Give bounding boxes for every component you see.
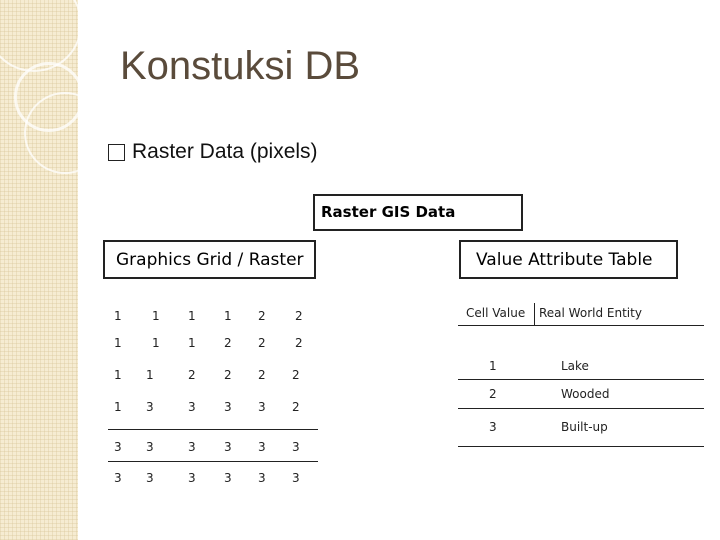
- attribute-row: 3 Built-up: [458, 416, 704, 440]
- grid-row: 1 1 2 2 2 2: [108, 362, 318, 394]
- header-divider: [534, 303, 535, 325]
- grid-cell: 2: [224, 368, 232, 382]
- grid-cell: 3: [258, 471, 266, 485]
- grid-cell: 3: [224, 440, 232, 454]
- grid-cell: 2: [224, 336, 232, 350]
- grid-cell: 1: [152, 336, 160, 350]
- grid-cell: 3: [188, 440, 196, 454]
- grid-row: 1 1 1 1 2 2: [108, 305, 318, 332]
- grid-cell: 2: [188, 368, 196, 382]
- grid-cell: 2: [258, 336, 266, 350]
- bullet-box-icon: [108, 143, 125, 161]
- grid-cell: 3: [146, 440, 154, 454]
- attribute-entity: Lake: [561, 359, 589, 373]
- decorative-ring-3: [0, 0, 82, 72]
- grid-cell: 2: [258, 309, 266, 323]
- grid-cell: 3: [114, 471, 122, 485]
- grid-cell: 2: [292, 400, 300, 414]
- raster-gis-data-label: Raster GIS Data: [313, 194, 523, 231]
- grid-cell: 1: [114, 336, 122, 350]
- attribute-row: 2 Wooded: [458, 383, 704, 407]
- grid-cell: 1: [114, 309, 122, 323]
- grid-cell: 1: [146, 368, 154, 382]
- grid-cell: 2: [295, 309, 303, 323]
- grid-cell: 3: [146, 400, 154, 414]
- grid-cell: 3: [292, 440, 300, 454]
- grid-cell: 3: [224, 471, 232, 485]
- grid-cell: 1: [114, 368, 122, 382]
- grid-cell: 3: [292, 471, 300, 485]
- table-bottom-rule: [458, 446, 704, 447]
- attribute-value: 3: [489, 420, 497, 434]
- header-real-world-entity: Real World Entity: [539, 306, 642, 320]
- bullet-raster-data: Raster Data (pixels): [108, 140, 318, 164]
- grid-cell: 1: [114, 400, 122, 414]
- attribute-row: 1 Lake: [458, 355, 704, 379]
- grid-cell: 2: [295, 336, 303, 350]
- attribute-value: 2: [489, 387, 497, 401]
- grid-row: 3 3 3 3 3 3: [108, 430, 318, 462]
- grid-cell: 3: [188, 471, 196, 485]
- graphics-grid-label: Graphics Grid / Raster: [103, 240, 316, 279]
- attribute-value: 1: [489, 359, 497, 373]
- attribute-entity: Built-up: [561, 420, 608, 434]
- slide-title: Konstuksi DB: [120, 44, 361, 88]
- header-rule: [458, 325, 704, 326]
- grid-cell: 3: [258, 400, 266, 414]
- decorative-side-strip: [0, 0, 106, 540]
- grid-cell: 3: [258, 440, 266, 454]
- bullet-text: Raster Data (pixels): [132, 140, 318, 163]
- grid-row: 1 1 1 2 2 2: [108, 332, 318, 362]
- grid-cell: 1: [152, 309, 160, 323]
- decorative-ring-2: [24, 92, 106, 174]
- attribute-entity: Wooded: [561, 387, 610, 401]
- header-cell-value: Cell Value: [466, 306, 526, 320]
- grid-cell: 3: [224, 400, 232, 414]
- grid-cell: 2: [292, 368, 300, 382]
- grid-cell: 3: [114, 440, 122, 454]
- grid-cell: 1: [224, 309, 232, 323]
- value-attribute-table-label: Value Attribute Table: [459, 240, 678, 279]
- raster-grid: 1 1 1 1 2 2 1 1 1 2 2 2 1 1 2 2 2 2 1 3 …: [108, 305, 318, 492]
- grid-cell: 1: [188, 336, 196, 350]
- grid-row: 1 3 3 3 3 2: [108, 394, 318, 430]
- grid-cell: 2: [258, 368, 266, 382]
- grid-cell: 3: [146, 471, 154, 485]
- grid-row: 3 3 3 3 3 3: [108, 462, 318, 492]
- grid-cell: 1: [188, 309, 196, 323]
- grid-cell: 3: [188, 400, 196, 414]
